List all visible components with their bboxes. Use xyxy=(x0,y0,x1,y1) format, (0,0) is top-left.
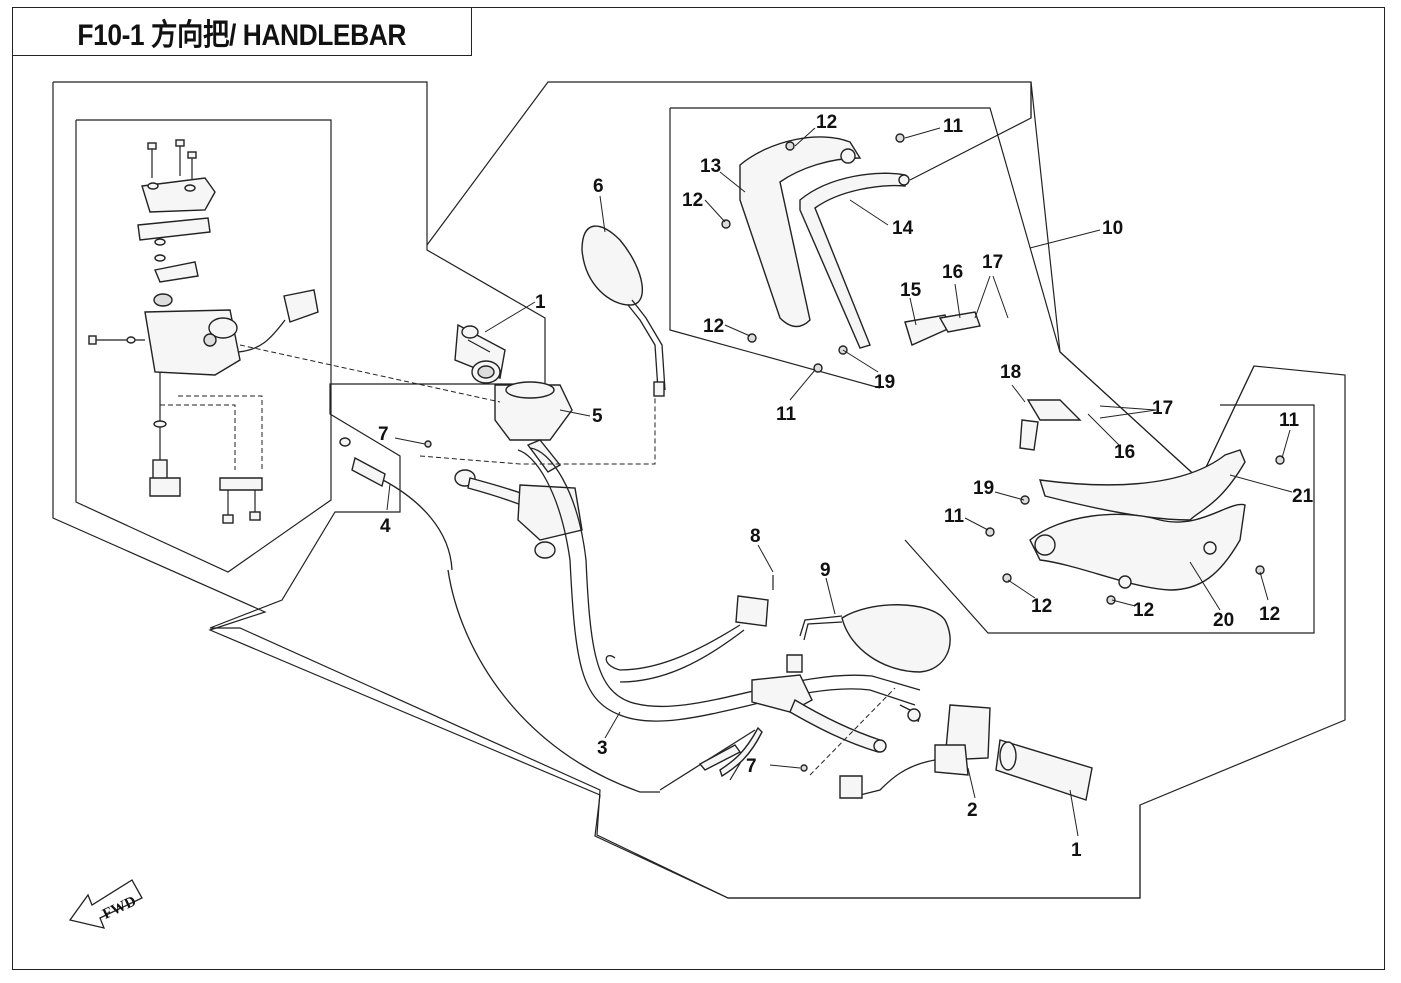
callout-12-c: 12 xyxy=(703,316,724,337)
handguard-upper-left xyxy=(669,108,881,389)
right-switch-housing xyxy=(839,704,991,799)
right-grip xyxy=(995,739,1093,801)
callout-8-connector: 8 xyxy=(750,526,761,547)
callout-11-c: 11 xyxy=(1279,410,1300,431)
callout-17-a: 17 xyxy=(982,252,1003,273)
callout-leaders xyxy=(386,127,1293,837)
callout-14: 14 xyxy=(892,218,914,239)
wiring-harness xyxy=(605,575,774,683)
throttle-cable xyxy=(339,437,660,793)
callout-6-left-mirror: 6 xyxy=(593,176,604,197)
mirror-dashed-leader xyxy=(419,398,656,465)
left-brake-lever xyxy=(454,469,583,559)
inset-box-outline xyxy=(75,119,332,573)
page-title: F10-1 方向把/ HANDLEBAR xyxy=(77,18,407,52)
ignition-switch-assembly xyxy=(88,139,319,524)
callout-11-b: 11 xyxy=(776,404,797,425)
lever-dashed-leader xyxy=(809,687,896,776)
callout-13: 13 xyxy=(700,156,721,177)
callout-7-lower: 7 xyxy=(746,756,757,777)
callout-15: 15 xyxy=(900,280,922,301)
fasteners xyxy=(424,133,1285,772)
callout-12-d: 12 xyxy=(1031,596,1052,617)
callout-12-f: 12 xyxy=(1259,604,1280,625)
left-mirror xyxy=(581,225,666,397)
handguard-upper-box xyxy=(670,107,1255,481)
callout-7-upper: 7 xyxy=(378,424,389,445)
callout-5-master-cylinder: 5 xyxy=(592,406,603,427)
right-throttle-tube xyxy=(899,704,921,723)
callout-21: 21 xyxy=(1292,486,1314,507)
callout-20: 20 xyxy=(1213,610,1234,631)
callout-4-throttle-cable: 4 xyxy=(380,516,391,537)
fwd-arrow-icon: FWD xyxy=(68,879,143,929)
callout-12-b: 12 xyxy=(816,112,837,133)
right-mirror xyxy=(799,604,951,673)
upper-handguard xyxy=(739,136,981,349)
front-brake-master-cylinder xyxy=(494,381,573,473)
callout-12-a: 12 xyxy=(682,190,703,211)
callout-18: 18 xyxy=(1000,362,1021,383)
handguard-lower-box xyxy=(904,404,1315,634)
cylinder-dashed-leader xyxy=(239,344,501,403)
upper-region-outline xyxy=(426,81,1032,246)
left-grip xyxy=(454,323,506,384)
callout-17-b: 17 xyxy=(1152,398,1173,419)
right-brake-lever xyxy=(719,654,887,781)
callout-19-a: 19 xyxy=(874,372,895,393)
callout-16-a: 16 xyxy=(942,262,963,283)
callout-3-handlebar: 3 xyxy=(597,738,608,759)
callout-16-b: 16 xyxy=(1114,442,1135,463)
lower-handguard xyxy=(1019,399,1246,591)
callout-1-left-grip: 1 xyxy=(535,292,546,313)
callout-11-d: 11 xyxy=(944,506,965,527)
callout-9-right-mirror: 9 xyxy=(820,560,831,581)
main-region-outline xyxy=(52,82,1141,899)
callout-2-switch: 2 xyxy=(967,800,978,821)
callout-10-handguard: 10 xyxy=(1102,218,1123,239)
callout-12-e: 12 xyxy=(1133,600,1154,621)
callout-19-b: 19 xyxy=(973,478,994,499)
callout-1-right-grip: 1 xyxy=(1071,840,1082,861)
handlebar-tube xyxy=(517,447,921,722)
callout-11-a: 11 xyxy=(943,116,964,137)
clutch-cable xyxy=(659,729,756,791)
diagram-frame xyxy=(12,7,1385,970)
title-box: F10-1 方向把/ HANDLEBAR xyxy=(12,7,472,56)
